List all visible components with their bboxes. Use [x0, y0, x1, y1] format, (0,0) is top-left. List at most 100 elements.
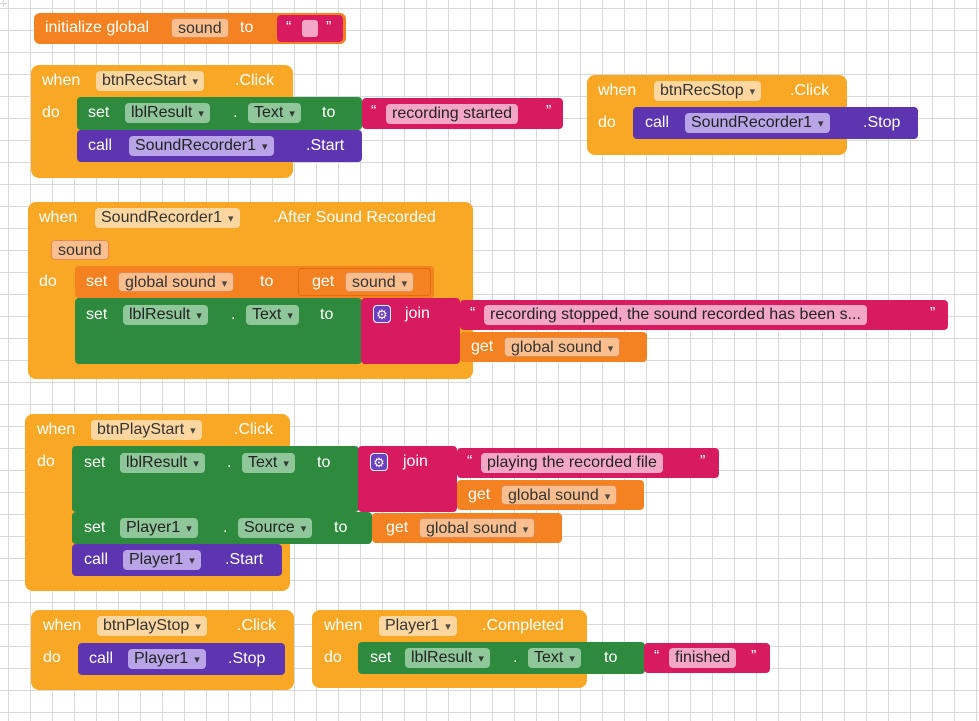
event-name: .Completed — [482, 617, 564, 634]
get-sound-block[interactable]: get sound — [298, 268, 431, 296]
property-dropdown[interactable]: Source — [238, 518, 313, 538]
set-lblResult-text-block[interactable]: set lblResult . Text to — [77, 97, 362, 130]
call-label: call — [89, 650, 114, 667]
method-label: .Stop — [863, 114, 901, 131]
open-quote: “ — [467, 453, 473, 470]
call-label: call — [84, 551, 109, 568]
component-dropdown[interactable]: Player1 — [123, 550, 201, 570]
set-lblResult-text-block[interactable]: set lblResult . Text to — [358, 642, 645, 674]
event-name: .After Sound Recorded — [273, 209, 436, 226]
component-dropdown[interactable]: lblResult — [125, 103, 210, 123]
join-block[interactable]: ⚙ join — [358, 446, 457, 512]
method-label: .Stop — [228, 650, 266, 667]
to-label: to — [334, 519, 348, 536]
property-dropdown[interactable]: Text — [242, 453, 295, 473]
do-label: do — [42, 104, 60, 121]
text-field[interactable]: finished — [669, 648, 737, 668]
call-Player1-start-block[interactable]: call Player1 .Start — [72, 544, 282, 576]
get-label: get — [312, 273, 335, 290]
join-block[interactable]: ⚙ join — [361, 298, 460, 364]
empty-text-field[interactable] — [302, 20, 318, 37]
property-dropdown[interactable]: Text — [248, 103, 301, 123]
text-block[interactable]: “ recording started ” — [362, 98, 563, 129]
text-field[interactable]: recording stopped, the sound recorded ha… — [484, 305, 867, 325]
call-label: call — [645, 114, 670, 131]
component-dropdown[interactable]: Player1 — [128, 649, 206, 669]
event-parameter[interactable]: sound — [51, 240, 109, 260]
method-label: .Start — [306, 137, 345, 154]
variable-dropdown[interactable]: sound — [345, 272, 415, 292]
init-keyword: initialize global — [45, 19, 150, 36]
text-field[interactable]: playing the recorded file — [481, 453, 663, 473]
set-global-sound-block[interactable]: set global sound to get sound — [75, 266, 434, 298]
gear-icon[interactable]: ⚙ — [373, 305, 391, 323]
text-block[interactable]: “ finished ” — [644, 643, 770, 673]
to-label: to — [317, 454, 331, 471]
set-label: set — [86, 306, 108, 323]
set-Player1-source-block[interactable]: set Player1 . Source to — [72, 512, 372, 544]
text-field[interactable]: recording started — [386, 104, 519, 124]
get-label: get — [386, 519, 409, 536]
event-name: .Click — [237, 617, 277, 634]
init-global-block[interactable]: initialize global sound to “ ” — [34, 13, 346, 44]
join-label: join — [405, 305, 430, 322]
get-global-sound-block[interactable]: get global sound — [457, 480, 644, 510]
gear-icon[interactable]: ⚙ — [370, 453, 388, 471]
text-block[interactable]: “ playing the recorded file ” — [457, 448, 719, 478]
component-dropdown[interactable]: lblResult — [123, 305, 208, 325]
when-label: when — [324, 617, 363, 634]
variable-dropdown[interactable]: global sound — [501, 485, 618, 505]
get-label: get — [471, 338, 494, 355]
component-dropdown[interactable]: SoundRecorder1 — [685, 113, 830, 133]
open-quote: “ — [654, 648, 660, 665]
open-quote: “ — [371, 103, 377, 120]
component-dropdown[interactable]: btnRecStop — [654, 81, 762, 101]
property-dropdown[interactable]: Text — [528, 648, 581, 668]
call-Player1-stop-block[interactable]: call Player1 .Stop — [78, 643, 285, 675]
variable-dropdown[interactable]: global sound — [419, 518, 536, 538]
component-dropdown[interactable]: btnPlayStop — [97, 616, 207, 636]
property-dropdown[interactable]: Text — [246, 305, 299, 325]
component-dropdown[interactable]: btnRecStart — [96, 71, 205, 91]
set-label: set — [88, 104, 110, 121]
close-quote: ” — [700, 453, 706, 470]
to-label: to — [322, 104, 336, 121]
set-label: set — [86, 273, 108, 290]
dot-label: . — [513, 649, 518, 666]
variable-dropdown[interactable]: global sound — [118, 272, 235, 292]
component-dropdown[interactable]: SoundRecorder1 — [95, 208, 240, 228]
call-SoundRecorder1-stop-block[interactable]: call SoundRecorder1 .Stop — [633, 107, 918, 139]
variable-dropdown[interactable]: global sound — [504, 337, 621, 357]
when-label: when — [598, 82, 637, 99]
do-label: do — [43, 649, 61, 666]
component-dropdown[interactable]: Player1 — [379, 616, 457, 636]
dot-label: . — [233, 104, 238, 121]
call-label: call — [88, 137, 113, 154]
call-SoundRecorder1-start-block[interactable]: call SoundRecorder1 .Start — [77, 130, 362, 162]
do-label: do — [324, 649, 342, 666]
empty-text-block[interactable]: “ ” — [277, 15, 343, 42]
open-quote: “ — [286, 19, 292, 36]
component-dropdown[interactable]: btnPlayStart — [91, 420, 202, 440]
set-lblResult-text-block[interactable]: set lblResult . Text to — [75, 298, 362, 364]
event-name: .Click — [235, 72, 275, 89]
do-label: do — [39, 273, 57, 290]
component-dropdown[interactable]: Player1 — [120, 518, 198, 538]
join-label: join — [403, 453, 428, 470]
get-global-sound-block[interactable]: get global sound — [372, 513, 562, 543]
component-dropdown[interactable]: lblResult — [120, 453, 205, 473]
set-lblResult-text-block[interactable]: set lblResult . Text to — [72, 446, 359, 512]
event-name: .Click — [790, 82, 830, 99]
get-global-sound-block[interactable]: get global sound — [460, 332, 647, 362]
init-var-name[interactable]: sound — [171, 18, 229, 38]
when-label: when — [37, 421, 76, 438]
text-block[interactable]: “ recording stopped, the sound recorded … — [460, 300, 948, 330]
to-label: to — [320, 306, 334, 323]
dot-label: . — [231, 306, 236, 323]
do-label: do — [37, 453, 55, 470]
when-label: when — [43, 617, 82, 634]
component-dropdown[interactable]: SoundRecorder1 — [129, 136, 274, 156]
to-label: to — [604, 649, 618, 666]
when-label: when — [42, 72, 81, 89]
component-dropdown[interactable]: lblResult — [405, 648, 490, 668]
